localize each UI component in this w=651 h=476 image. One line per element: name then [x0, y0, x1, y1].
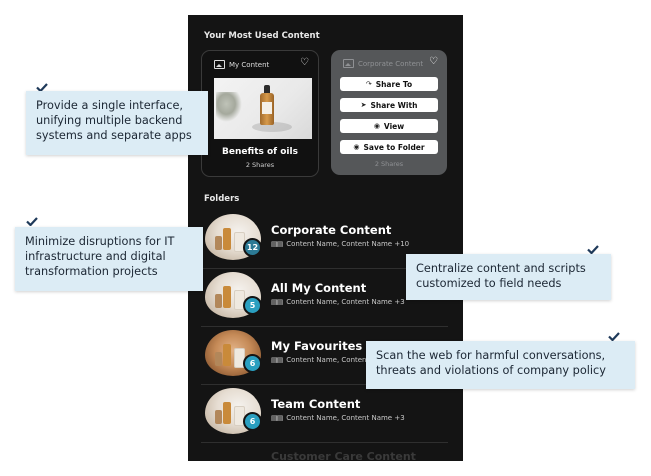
- heart-icon[interactable]: ♡: [429, 56, 438, 67]
- card-title: Benefits of oils: [222, 147, 298, 157]
- document-icon: ▤▤: [271, 298, 283, 306]
- folder-subtitle: ▤▤ Content Name, Content Name +3: [271, 356, 405, 364]
- card-category: My Content: [229, 60, 270, 69]
- folder-thumbnail: [205, 330, 261, 376]
- document-icon: ▤▤: [271, 356, 283, 364]
- button-label: Share With: [370, 100, 418, 110]
- callout-scan-web: Scan the web for harmful conversations, …: [366, 341, 635, 389]
- save-to-folder-button[interactable]: ◉ Save to Folder: [340, 140, 438, 154]
- folder-subtitle: ▤▤ Content Name, Content Name +3: [271, 414, 405, 422]
- document-icon: ▤▤: [271, 240, 283, 248]
- image-icon: [214, 60, 225, 69]
- corporate-content-card[interactable]: Corporate Content ♡ ↷ Share To ➤ Share W…: [331, 50, 447, 175]
- folder-subtitle-text: Content Name, Content Name +3: [286, 356, 405, 364]
- card-category: Corporate Content: [358, 59, 424, 68]
- content-thumbnail: [214, 78, 312, 139]
- callout-centralize-content: Centralize content and scripts customize…: [406, 254, 611, 300]
- folder-subtitle: ▤▤ Content Name, Content Name +3: [271, 298, 405, 306]
- folder-name-partial: Customer Care Content: [271, 450, 416, 461]
- folder-subtitle-text: Content Name, Content Name +3: [286, 298, 405, 306]
- folder-name: Corporate Content: [271, 223, 392, 237]
- check-icon: [608, 332, 620, 341]
- button-label: View: [383, 121, 405, 131]
- card-shares: 2 Shares: [245, 161, 275, 169]
- most-used-title: Your Most Used Content: [204, 31, 320, 41]
- content-app-panel: Your Most Used Content My Content ♡ Bene…: [188, 15, 463, 461]
- check-icon: [587, 245, 599, 254]
- card-shares: 2 Shares: [374, 160, 404, 168]
- view-button[interactable]: ◉ View: [340, 119, 438, 133]
- count-badge: 6: [243, 412, 262, 431]
- button-label: Share To: [375, 79, 413, 89]
- check-icon: [26, 217, 38, 226]
- folder-name: All My Content: [271, 281, 367, 295]
- share-to-icon: ↷: [365, 80, 372, 88]
- share-to-button[interactable]: ↷ Share To: [340, 77, 438, 91]
- callout-minimize-disruptions: Minimize disruptions for IT infrastructu…: [15, 227, 203, 291]
- folder-row[interactable]: 12 Corporate Content ▤▤ Content Name, Co…: [201, 211, 448, 269]
- folder-subtitle-text: Content Name, Content Name +3: [286, 414, 405, 422]
- count-badge: 6: [243, 354, 262, 373]
- folder-row[interactable]: 5 All My Content ▤▤ Content Name, Conten…: [201, 269, 448, 327]
- folder-subtitle: ▤▤ Content Name, Content Name +10: [271, 240, 409, 248]
- document-icon: ▤▤: [271, 414, 283, 422]
- folder-name: Team Content: [271, 397, 361, 411]
- folder-row[interactable]: 6 My Favourites ▤▤ Content Name, Content…: [201, 327, 448, 385]
- save-icon: ◉: [353, 143, 360, 151]
- folder-subtitle-text: Content Name, Content Name +10: [286, 240, 410, 248]
- heart-icon[interactable]: ♡: [300, 57, 309, 68]
- count-badge: 12: [243, 238, 262, 257]
- callout-single-interface: Provide a single interface, unifying mul…: [26, 91, 208, 155]
- button-label: Save to Folder: [363, 142, 425, 152]
- my-content-card[interactable]: My Content ♡ Benefits of oils 2 Shares: [201, 50, 319, 177]
- folder-name: My Favourites: [271, 339, 363, 353]
- count-badge: 5: [243, 296, 262, 315]
- image-icon: [343, 59, 354, 68]
- folders-title: Folders: [204, 194, 240, 204]
- card-header: Corporate Content: [343, 59, 423, 68]
- folder-row[interactable]: 6 Team Content ▤▤ Content Name, Content …: [201, 385, 448, 443]
- eye-icon: ◉: [373, 122, 380, 130]
- share-with-button[interactable]: ➤ Share With: [340, 98, 438, 112]
- card-header: My Content: [214, 60, 269, 69]
- share-with-icon: ➤: [360, 101, 367, 109]
